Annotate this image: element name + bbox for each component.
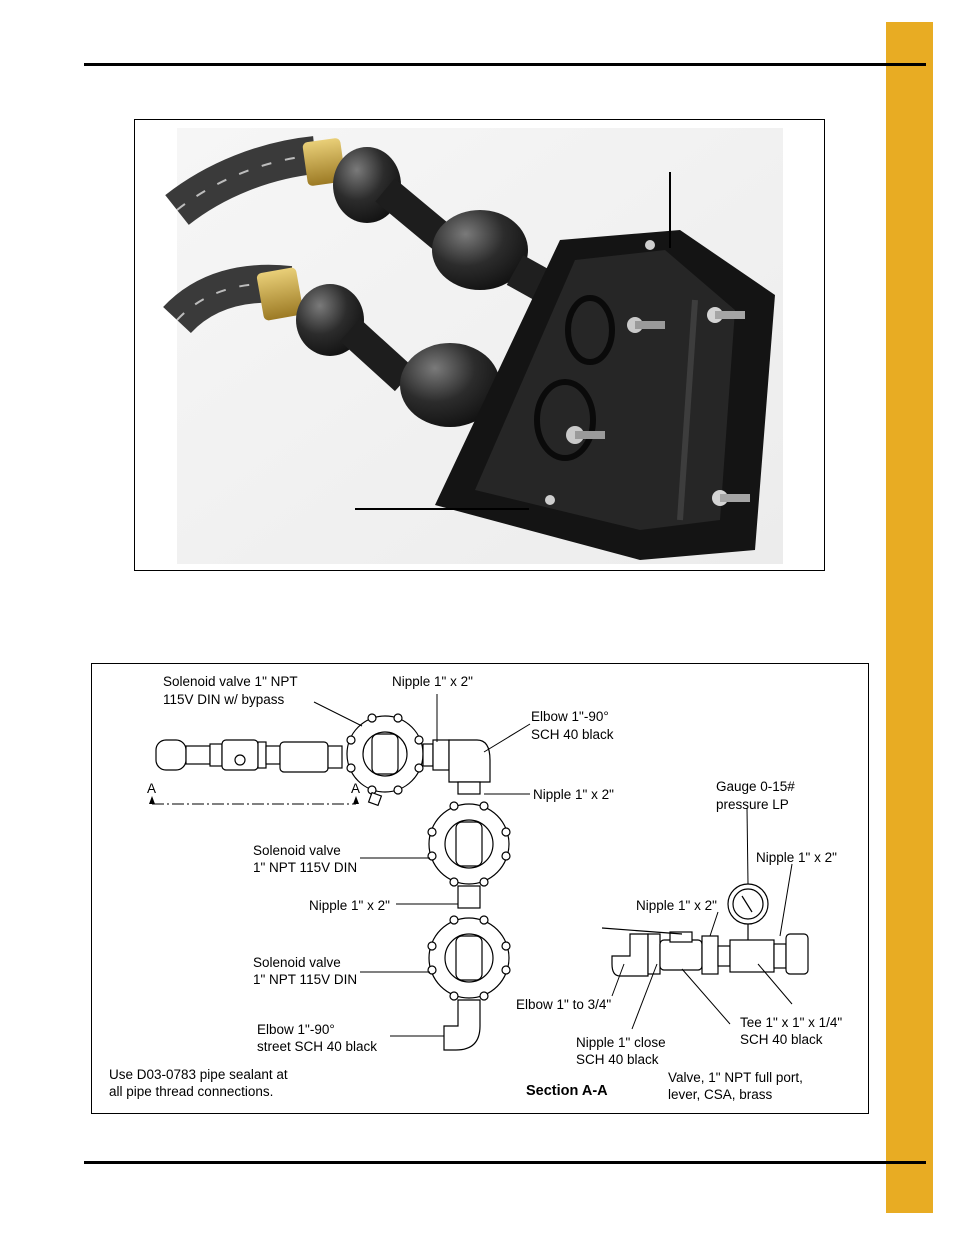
label-solenoid-1-1: Solenoid valve bbox=[253, 843, 341, 858]
label-elbow-street-2: street SCH 40 black bbox=[257, 1039, 378, 1054]
label-sealant-note-2: all pipe thread connections. bbox=[109, 1084, 274, 1099]
photo-frame bbox=[134, 119, 825, 571]
label-gauge-2: pressure LP bbox=[716, 797, 789, 812]
label-tee-1: Tee 1" x 1" x 1/4" bbox=[740, 1015, 843, 1030]
label-solenoid-bypass-1: Solenoid valve 1" NPT bbox=[163, 674, 298, 689]
header-rule bbox=[84, 63, 926, 66]
label-nipple-top: Nipple 1" x 2" bbox=[392, 674, 473, 689]
label-elbow-reducer: Elbow 1" to 3/4" bbox=[516, 997, 612, 1012]
label-section-a-right: A bbox=[351, 781, 361, 796]
label-tee-2: SCH 40 black bbox=[740, 1032, 823, 1047]
label-nipple-valve: Nipple 1" x 2" bbox=[636, 898, 717, 913]
label-nipple-close-2: SCH 40 black bbox=[576, 1052, 659, 1067]
label-section-a-left: A bbox=[147, 781, 157, 796]
label-elbow-90-1: Elbow 1"-90° bbox=[531, 709, 609, 724]
label-valve-1: Valve, 1" NPT full port, bbox=[668, 1070, 803, 1085]
label-solenoid-2-1: Solenoid valve bbox=[253, 955, 341, 970]
diagram-frame bbox=[91, 663, 869, 1114]
label-elbow-street-1: Elbow 1"-90° bbox=[257, 1022, 335, 1037]
section-tab bbox=[886, 22, 933, 1213]
label-nipple-mid: Nipple 1" x 2" bbox=[533, 787, 614, 802]
label-nipple-close-1: Nipple 1" close bbox=[576, 1035, 666, 1050]
label-nipple-right: Nipple 1" x 2" bbox=[756, 850, 837, 865]
label-sealant-note-1: Use D03-0783 pipe sealant at bbox=[109, 1067, 288, 1082]
label-gauge-1: Gauge 0-15# bbox=[716, 779, 795, 794]
label-solenoid-1-2: 1" NPT 115V DIN bbox=[253, 860, 358, 875]
label-valve-2: lever, CSA, brass bbox=[668, 1087, 773, 1102]
label-section-title: Section A-A bbox=[526, 1083, 608, 1099]
hose-bracket-photo bbox=[163, 128, 783, 564]
label-elbow-90-2: SCH 40 black bbox=[531, 727, 614, 742]
label-solenoid-bypass-2: 115V DIN w/ bypass bbox=[163, 692, 285, 707]
label-solenoid-2-2: 1" NPT 115V DIN bbox=[253, 972, 358, 987]
valve-train-drawing bbox=[149, 694, 809, 1051]
footer-rule bbox=[84, 1161, 926, 1164]
label-nipple-lower: Nipple 1" x 2" bbox=[309, 898, 390, 913]
